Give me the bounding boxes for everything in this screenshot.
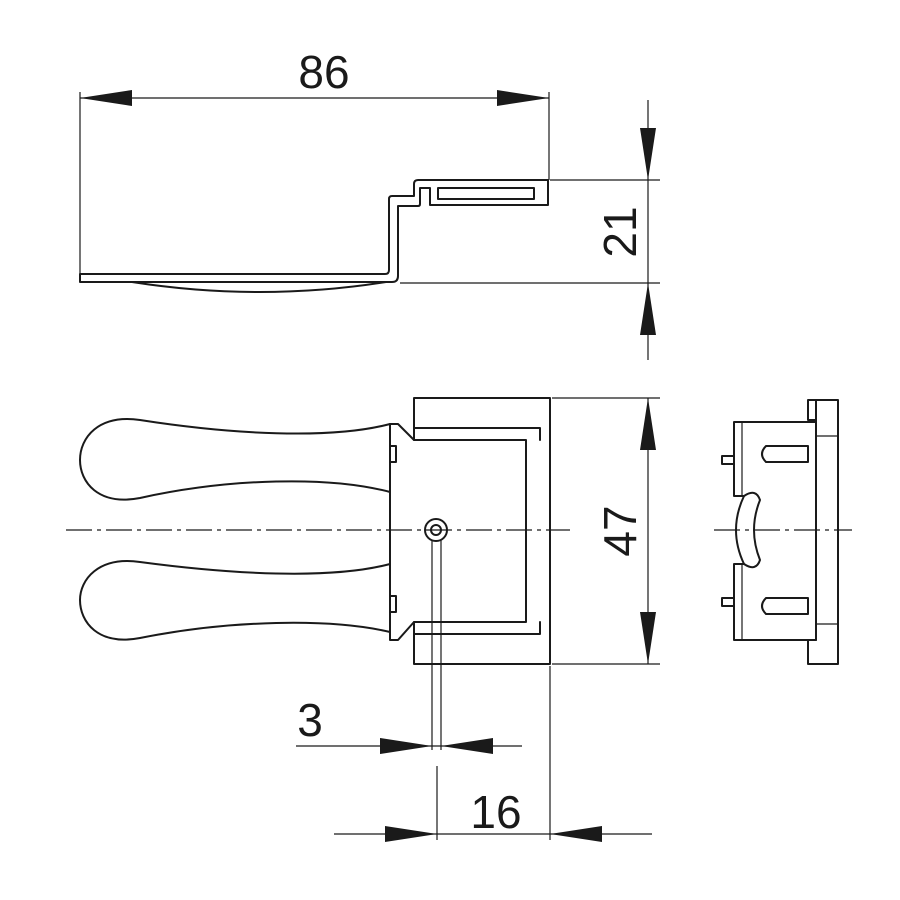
dimension-width-label: 86 <box>298 46 349 98</box>
dimension-width: 86 <box>79 46 550 274</box>
lower-handle <box>79 560 391 641</box>
dimension-thickness: 3 <box>296 694 522 754</box>
lower-bump <box>389 595 397 613</box>
side-body <box>733 421 817 641</box>
dimension-height-front: 47 <box>552 397 660 665</box>
top-view-grip-curve <box>131 281 387 293</box>
top-view-plate-outline <box>79 179 549 283</box>
top-view <box>79 179 549 293</box>
dimension-height-side: 21 <box>400 100 660 360</box>
dimension-thickness-label: 3 <box>297 694 323 746</box>
dimension-depth-label: 16 <box>470 786 521 838</box>
side-upper-pin <box>721 455 735 465</box>
upper-bump <box>389 445 397 463</box>
top-view-inner-clip <box>437 187 535 200</box>
outer-frame <box>413 397 551 665</box>
dimension-height-side-label: 21 <box>594 206 646 257</box>
inner-frame-bottom <box>413 621 541 635</box>
body-outline <box>389 423 527 641</box>
side-flange-step <box>807 399 817 421</box>
side-view <box>721 399 839 665</box>
side-lower-slot <box>761 597 809 615</box>
upper-handle <box>79 418 391 501</box>
side-upper-slot <box>761 445 809 463</box>
inner-frame-top <box>413 427 541 441</box>
dimension-height-front-label: 47 <box>594 505 646 556</box>
front-view <box>79 397 551 750</box>
dimension-depth: 16 <box>334 666 652 842</box>
side-lower-pin <box>721 597 735 607</box>
